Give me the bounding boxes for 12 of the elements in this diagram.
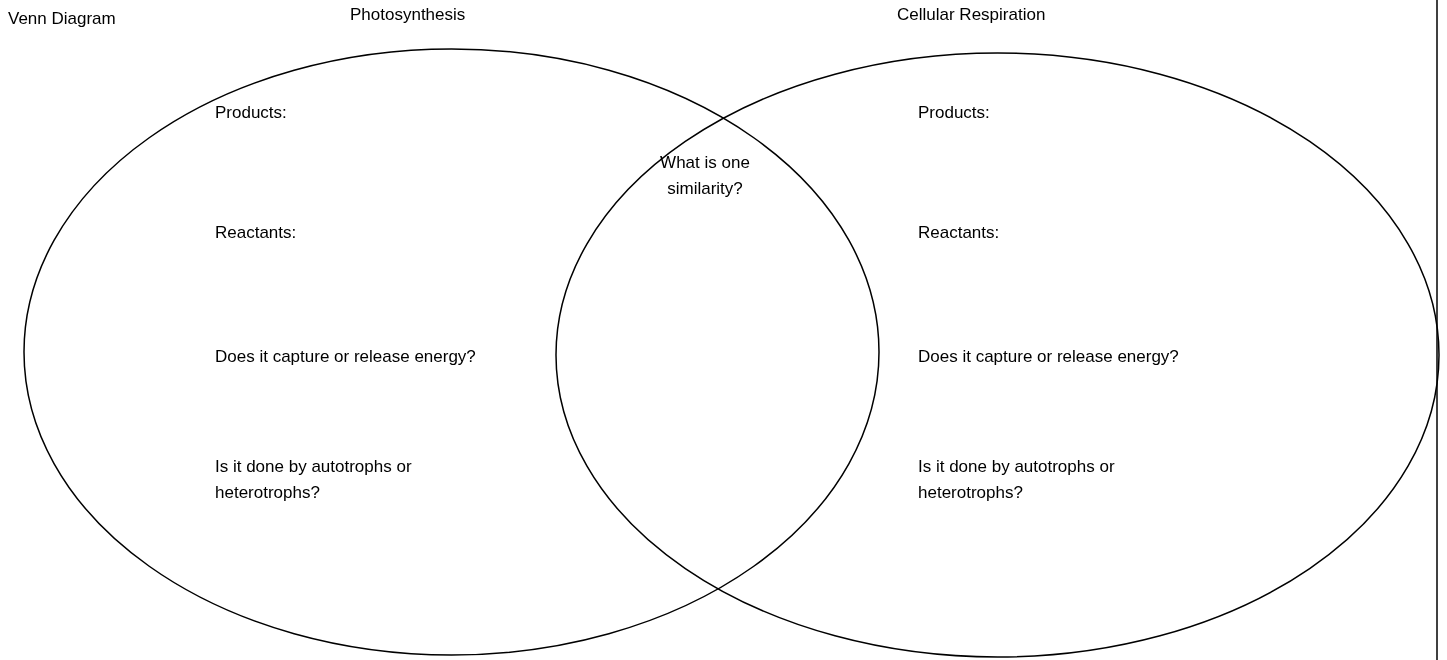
set-heading: Cellular Respiration bbox=[897, 4, 1046, 26]
prompt-text: Reactants: bbox=[215, 222, 298, 244]
prompt-text: Does it capture or release energy? bbox=[215, 346, 477, 368]
prompt-text: Products: bbox=[918, 102, 991, 124]
prompt-text: Is it done by autotrophs or heterotrophs? bbox=[215, 456, 413, 505]
prompt-text: Reactants: bbox=[918, 222, 1001, 244]
set-heading: Photosynthesis bbox=[350, 4, 466, 26]
prompt-text: Does it capture or release energy? bbox=[918, 346, 1180, 368]
prompt-text: Is it done by autotrophs or heterotrophs? bbox=[918, 456, 1116, 505]
overlap-prompt-text: What is one similarity? bbox=[659, 152, 751, 201]
diagram-title: Venn Diagram bbox=[8, 8, 116, 30]
prompt-text: Products: bbox=[215, 102, 288, 124]
